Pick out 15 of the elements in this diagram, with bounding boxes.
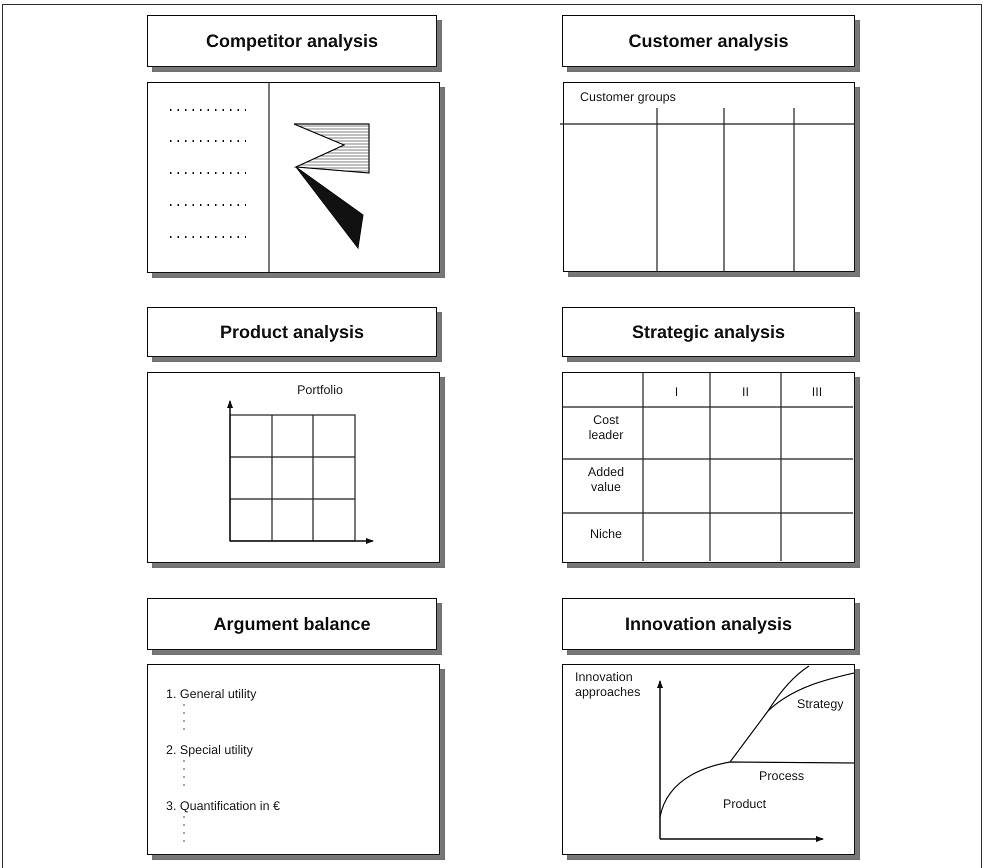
- chart-title: Portfolio: [296, 383, 344, 398]
- list-item: 1. General utility: [166, 687, 258, 702]
- column-header: I: [674, 385, 680, 400]
- region-label: Process: [759, 769, 806, 784]
- column-header: II: [741, 385, 750, 400]
- row-header: Niche: [589, 527, 623, 542]
- list-item: 2. Special utility: [166, 743, 254, 758]
- list-item: 3. Quantification in €: [166, 799, 281, 814]
- column-header: III: [810, 385, 824, 400]
- region-label: Product: [723, 797, 768, 812]
- row-header: Added value: [586, 465, 626, 495]
- column-heading: Customer groups: [580, 90, 677, 105]
- curve-label: Strategy: [797, 697, 845, 712]
- axis-label: Innovation approaches: [575, 670, 642, 700]
- row-header: Cost leader: [588, 413, 624, 443]
